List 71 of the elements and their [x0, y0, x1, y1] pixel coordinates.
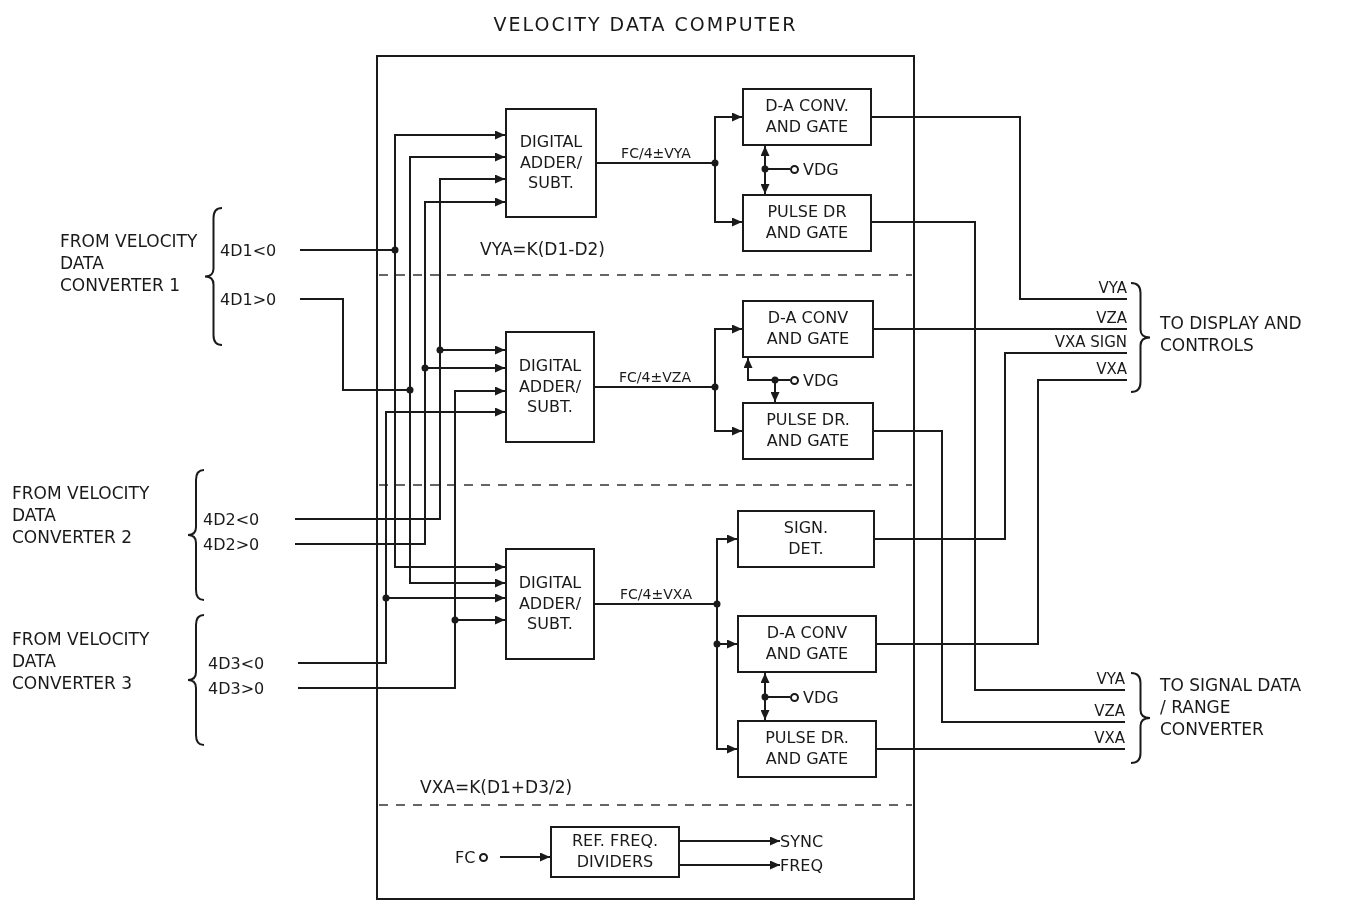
note-text: VYA=K(D1-D2)	[480, 238, 606, 261]
signal-label: 4D3<0	[208, 651, 298, 675]
arrow	[760, 168, 791, 195]
process-box	[505, 548, 595, 660]
note-text: TO SIGNAL DATA / RANGE CONVERTER	[1160, 674, 1303, 741]
signal-label: SYNC	[780, 830, 850, 852]
signal-label: FREQ	[780, 854, 850, 876]
arrow	[770, 379, 791, 403]
output-signal-label: VYA	[1050, 278, 1127, 300]
signal-label: 4D2>0	[203, 532, 295, 556]
connector-line	[871, 116, 1051, 300]
arrow	[760, 696, 791, 721]
output-signal-label: VZA	[1068, 701, 1125, 723]
box-label: PULSE DR AND GATE	[764, 202, 850, 244]
connector-line	[873, 430, 1069, 723]
connector-line	[873, 328, 1051, 330]
box-label: PULSE DR. AND GATE	[765, 410, 851, 452]
arrow	[299, 249, 506, 572]
connector-line	[876, 379, 1051, 645]
note-text: TO DISPLAY AND CONTROLS	[1160, 312, 1303, 357]
arrow	[294, 363, 506, 545]
edge-label: FC/4±VXA	[619, 586, 693, 602]
output-signal-label: VYA	[1068, 669, 1125, 691]
box-label: D-A CONV. AND GATE	[764, 96, 850, 138]
arrow	[679, 836, 781, 846]
arrow	[299, 298, 506, 588]
output-signal-label: VXA	[1050, 359, 1127, 381]
box-label: PULSE DR. AND GATE	[764, 728, 850, 770]
terminal-label: VDG	[803, 370, 839, 390]
terminal-label: FC	[455, 847, 476, 867]
arrow	[499, 852, 551, 862]
process-box	[737, 510, 875, 568]
process-box	[742, 88, 872, 146]
arrow	[294, 345, 506, 520]
frame-title: VELOCITY DATA COMPUTER	[492, 13, 799, 35]
box-label: D-A CONV AND GATE	[765, 308, 851, 350]
signal-label: 4D2<0	[203, 507, 295, 531]
process-box	[742, 402, 874, 460]
edge-label: FC/4±VYA	[620, 145, 692, 161]
connector-line	[874, 352, 1011, 540]
output-signal-label: VXA	[1068, 728, 1125, 750]
output-signal-label: VZA	[1050, 308, 1127, 330]
note-text: FROM VELOCITY DATA CONVERTER 3	[12, 628, 151, 695]
terminal-label: VDG	[803, 159, 839, 179]
process-box	[742, 194, 872, 252]
arrow	[679, 860, 781, 870]
box-label: D-A CONV AND GATE	[764, 623, 850, 665]
signal-label: 4D1<0	[220, 238, 300, 262]
connector-line	[876, 748, 1069, 750]
signal-label: 4D3>0	[208, 676, 298, 700]
box-label: DIGITAL ADDER/ SUBT.	[517, 355, 583, 419]
process-box	[505, 331, 595, 443]
note-text: VXA=K(D1+D3/2)	[420, 776, 574, 799]
process-box	[737, 720, 877, 778]
note-text: FROM VELOCITY DATA CONVERTER 2	[12, 482, 151, 549]
process-box	[742, 300, 874, 358]
process-box	[737, 615, 877, 673]
arrow	[297, 593, 506, 664]
box-label: REF. FREQ. DIVIDERS	[570, 831, 660, 873]
process-box	[505, 108, 597, 218]
arrow	[297, 615, 506, 689]
box-label: DIGITAL ADDER/ SUBT.	[517, 572, 583, 636]
connector-line	[871, 221, 1069, 691]
box-label: SIGN. DET.	[782, 518, 830, 560]
edge-label: FC/4±VZA	[618, 369, 692, 385]
output-signal-label: VXA SIGN	[1010, 332, 1127, 354]
signal-label: 4D1>0	[220, 287, 300, 311]
terminal-label: VDG	[803, 687, 839, 707]
note-text: FROM VELOCITY DATA CONVERTER 1	[60, 230, 199, 297]
process-box	[550, 826, 680, 878]
box-label: DIGITAL ADDER/ SUBT.	[518, 131, 584, 195]
